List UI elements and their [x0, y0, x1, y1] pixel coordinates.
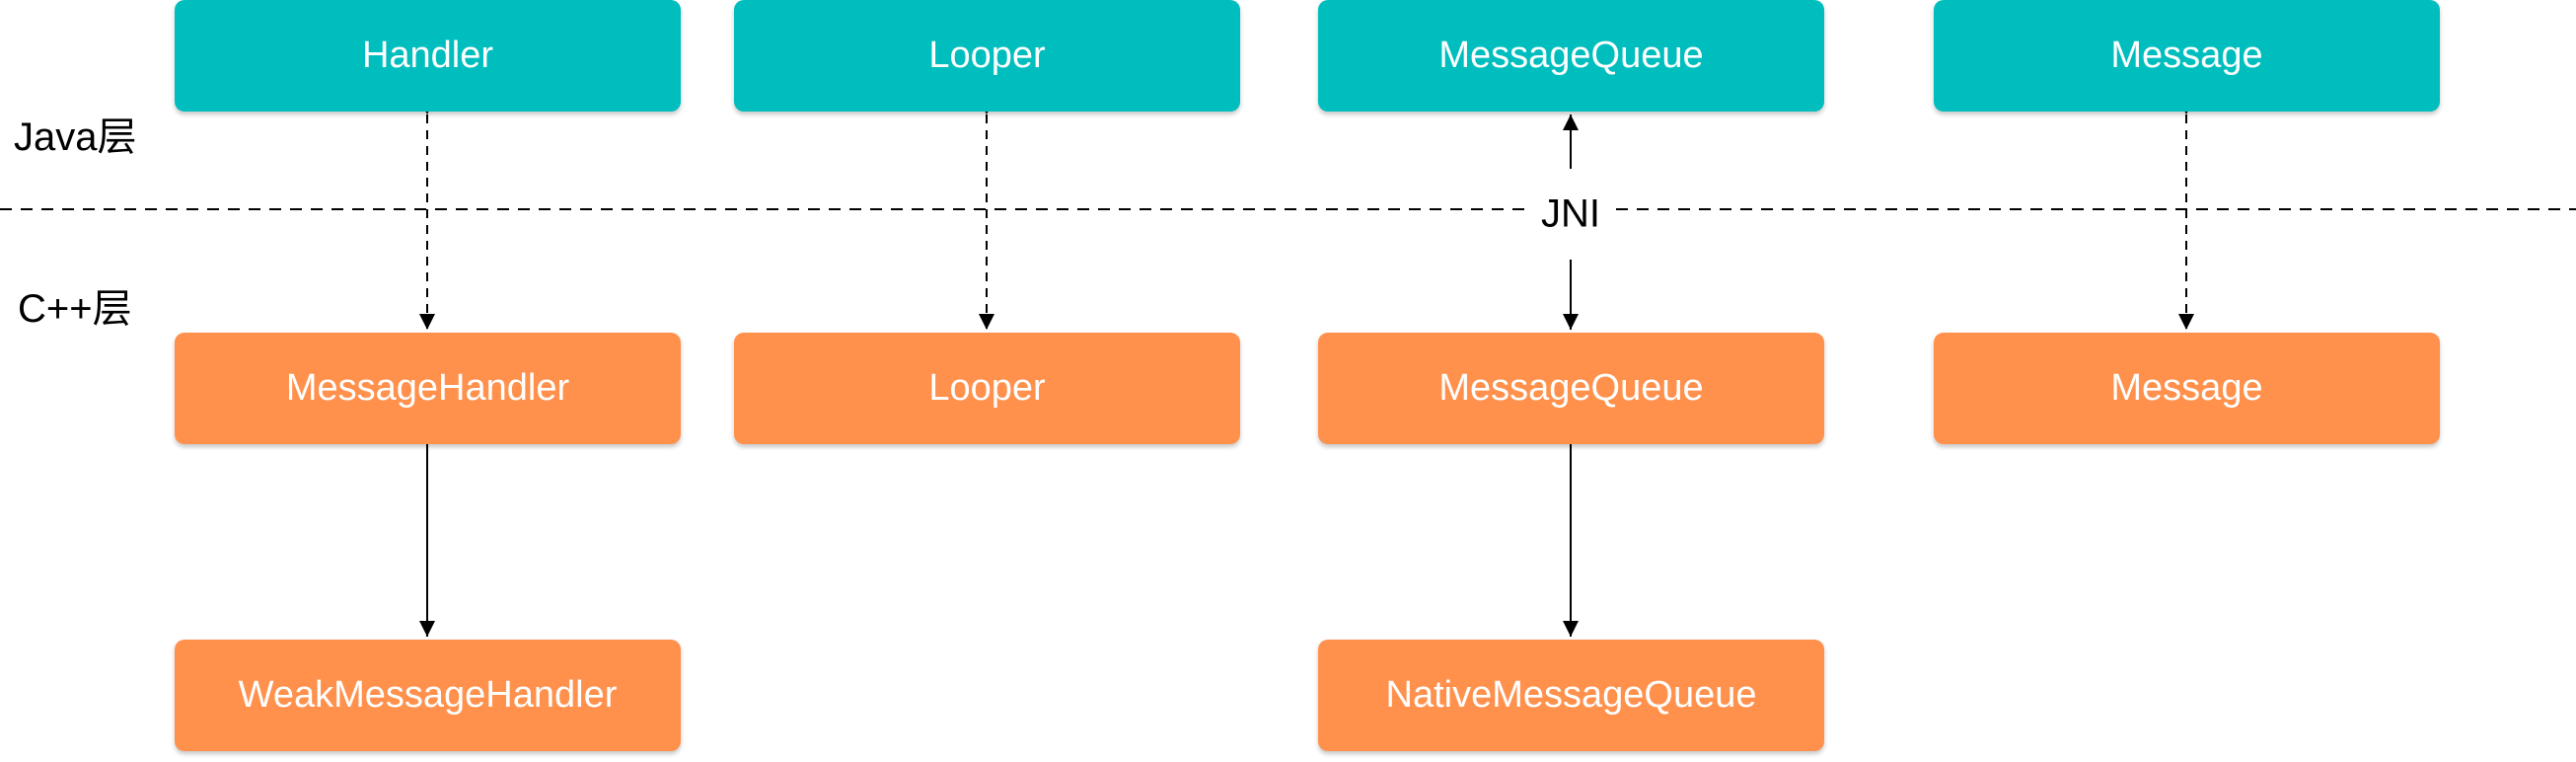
cpp-messagequeue-box: MessageQueue	[1318, 333, 1824, 444]
cpp-message-box: Message	[1934, 333, 2440, 444]
java-message-box: Message	[1934, 0, 2440, 112]
java-messagequeue-box: MessageQueue	[1318, 0, 1824, 112]
cpp-messagehandler-box: MessageHandler	[175, 333, 681, 444]
java-handler-box: Handler	[175, 0, 681, 112]
nativemessagequeue-box: NativeMessageQueue	[1318, 640, 1824, 751]
java-layer-label: Java层	[14, 115, 137, 159]
cpp-layer-label: C++层	[18, 287, 132, 331]
cpp-looper-box: Looper	[734, 333, 1240, 444]
java-looper-box: Looper	[734, 0, 1240, 112]
jni-label: JNI	[1527, 191, 1614, 237]
weakmessagehandler-box: WeakMessageHandler	[175, 640, 681, 751]
